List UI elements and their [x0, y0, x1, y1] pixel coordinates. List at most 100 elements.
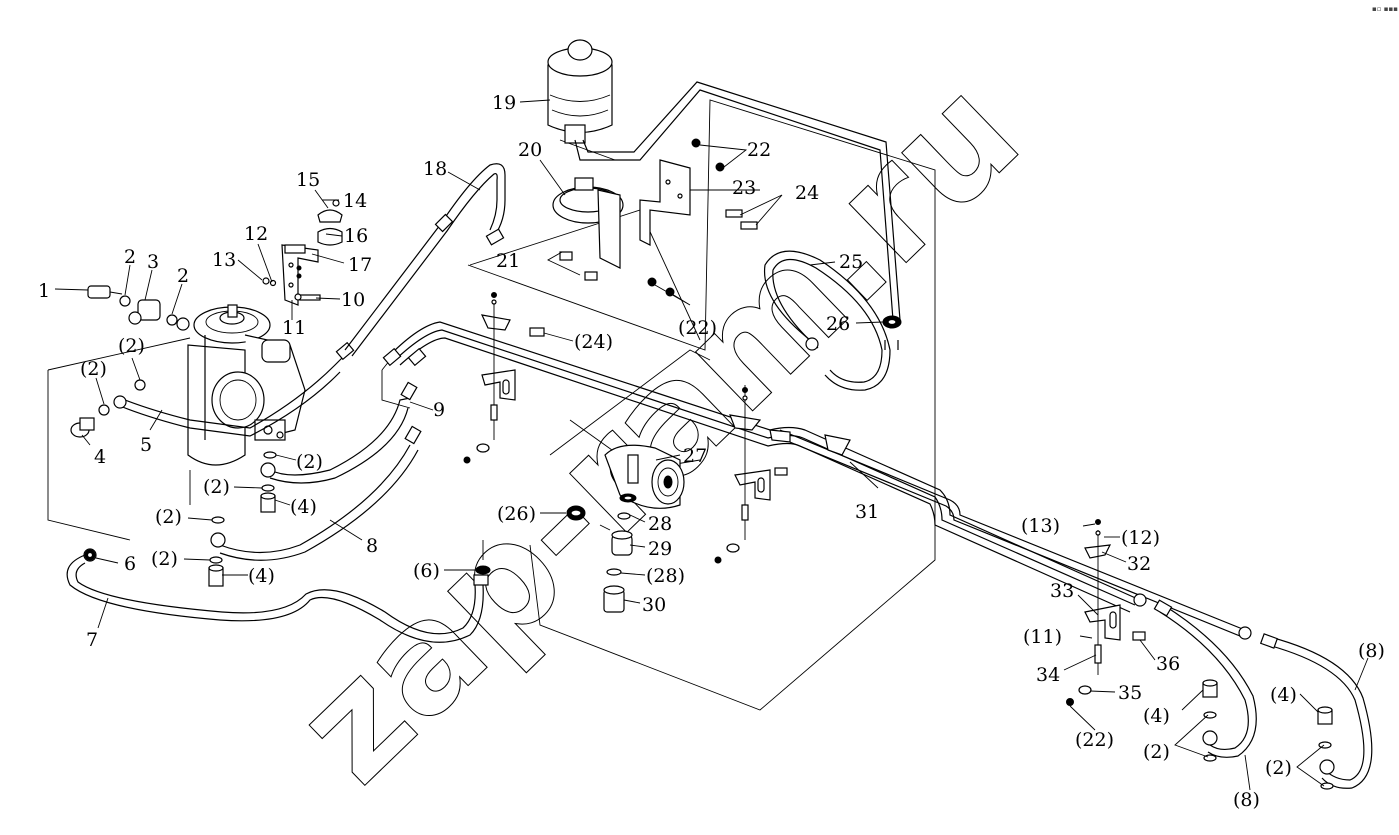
callout-4-paren-3: (4) — [1143, 705, 1170, 727]
hose-25[interactable] — [763, 250, 891, 391]
callout-28: 28 — [648, 513, 672, 535]
pipe-bracket-mid-b[interactable] — [714, 385, 788, 564]
corner-mark: ▪▫ ▪▪▪ — [1372, 5, 1398, 13]
washer-28c[interactable] — [606, 568, 622, 576]
strap-bracket-20[interactable] — [552, 177, 624, 269]
bolt-10[interactable] — [294, 293, 321, 301]
callout-labels: 1 2 3 2 4 5 (2) (2) (2) (2) (2) (2) (4) … — [38, 92, 1385, 811]
o-ring-6b[interactable] — [475, 565, 491, 575]
pipe-bracket-mid-a[interactable] — [463, 292, 516, 464]
nut-13[interactable] — [262, 277, 270, 285]
washer-28b[interactable] — [617, 512, 631, 520]
washer-2f[interactable] — [261, 484, 275, 492]
callout-35: 35 — [1118, 682, 1142, 704]
callout-32: 32 — [1127, 553, 1151, 575]
callout-3: 3 — [147, 251, 159, 273]
callout-4: 4 — [94, 446, 106, 468]
callout-18: 18 — [423, 158, 447, 180]
washer-2a[interactable] — [119, 295, 131, 307]
hose-8-right-a[interactable] — [1133, 593, 1257, 758]
callout-2-paren-7: (2) — [1143, 741, 1170, 763]
bolt-24b[interactable] — [529, 327, 545, 337]
washer-2c[interactable] — [134, 379, 146, 391]
washer-2d[interactable] — [98, 404, 110, 416]
callout-22-paren-1: (22) — [678, 317, 717, 339]
bolts-24[interactable] — [725, 209, 758, 230]
callout-23: 23 — [732, 177, 756, 199]
bolt-4b[interactable] — [208, 564, 224, 587]
pump-27[interactable] — [604, 444, 685, 509]
callout-30: 30 — [642, 594, 666, 616]
watermark-text: zap-ram.ru — [264, 47, 1052, 816]
callout-34: 34 — [1036, 664, 1060, 686]
callout-28-paren-1: (28) — [646, 565, 685, 587]
callout-2-paren-1: (2) — [118, 335, 145, 357]
callout-12: 12 — [244, 223, 268, 245]
pressure-pipe-5[interactable] — [113, 341, 355, 437]
callout-2a: 2 — [124, 246, 136, 268]
callout-31: 31 — [855, 501, 879, 523]
callout-9: 9 — [433, 399, 445, 421]
callout-29: 29 — [648, 538, 672, 560]
banjo-bolt-1[interactable] — [87, 285, 123, 299]
bracket-17[interactable] — [281, 244, 319, 306]
callout-27: 27 — [683, 445, 707, 467]
callout-5: 5 — [140, 434, 152, 456]
washer-2g[interactable] — [211, 516, 225, 524]
bracket-32-33[interactable] — [1066, 519, 1146, 706]
callout-2-paren-3: (2) — [296, 451, 323, 473]
callout-6: 6 — [124, 553, 136, 575]
nuts-22[interactable] — [647, 138, 725, 297]
callout-15: 15 — [296, 169, 320, 191]
steering-gear-assembly[interactable] — [187, 304, 306, 466]
callout-10: 10 — [341, 289, 365, 311]
callout-8: 8 — [366, 535, 378, 557]
callout-33: 33 — [1050, 580, 1074, 602]
frame-pipes-31[interactable] — [382, 321, 1246, 637]
callout-2b: 2 — [177, 265, 189, 287]
return-hose-18[interactable] — [344, 163, 506, 357]
plug-bolt-4[interactable] — [70, 417, 95, 438]
hose-9[interactable] — [269, 381, 418, 484]
callout-4-paren-4: (4) — [1270, 684, 1297, 706]
bolt-4d[interactable] — [1317, 706, 1333, 725]
callout-11: 11 — [282, 317, 306, 339]
callout-22: 22 — [747, 139, 771, 161]
callout-17: 17 — [348, 254, 372, 276]
callout-26-paren-1: (26) — [497, 503, 536, 525]
watermark: zap-ram.ru — [264, 46, 1053, 816]
callout-6-paren-1: (6) — [413, 560, 440, 582]
leader-lines — [54, 99, 1369, 791]
callout-19: 19 — [492, 92, 516, 114]
callout-20: 20 — [518, 139, 542, 161]
banjo-fitting-3[interactable] — [128, 299, 161, 325]
callout-22-paren-2: (22) — [1075, 729, 1114, 751]
washer-2b[interactable] — [166, 314, 178, 326]
bolt-4a[interactable] — [260, 492, 276, 513]
callout-8-paren-2: (8) — [1233, 789, 1260, 811]
hose-8-right-b[interactable] — [1238, 626, 1373, 789]
callout-1: 1 — [38, 280, 50, 302]
callout-2-paren-4: (2) — [203, 476, 230, 498]
callout-2-paren-5: (2) — [155, 506, 182, 528]
washer-2h[interactable] — [209, 556, 223, 564]
callout-2-paren-2: (2) — [80, 358, 107, 380]
bolts-21[interactable] — [559, 251, 598, 281]
callout-14: 14 — [343, 190, 367, 212]
clamp-15-16[interactable] — [317, 199, 343, 246]
bolt-30[interactable] — [603, 585, 625, 613]
reservoir-19[interactable] — [547, 39, 613, 144]
fitting-29[interactable] — [611, 530, 633, 556]
bolt-4c[interactable] — [1202, 679, 1218, 698]
callout-13: 13 — [212, 249, 236, 271]
hose-8[interactable] — [219, 425, 422, 561]
bracket-23[interactable] — [639, 159, 691, 246]
callout-26: 26 — [826, 313, 850, 335]
callout-16: 16 — [344, 225, 368, 247]
callout-4-paren-2: (4) — [248, 565, 275, 587]
callout-2-paren-6: (2) — [151, 548, 178, 570]
callout-8-paren-1: (8) — [1358, 640, 1385, 662]
washer-2e[interactable] — [263, 451, 277, 459]
